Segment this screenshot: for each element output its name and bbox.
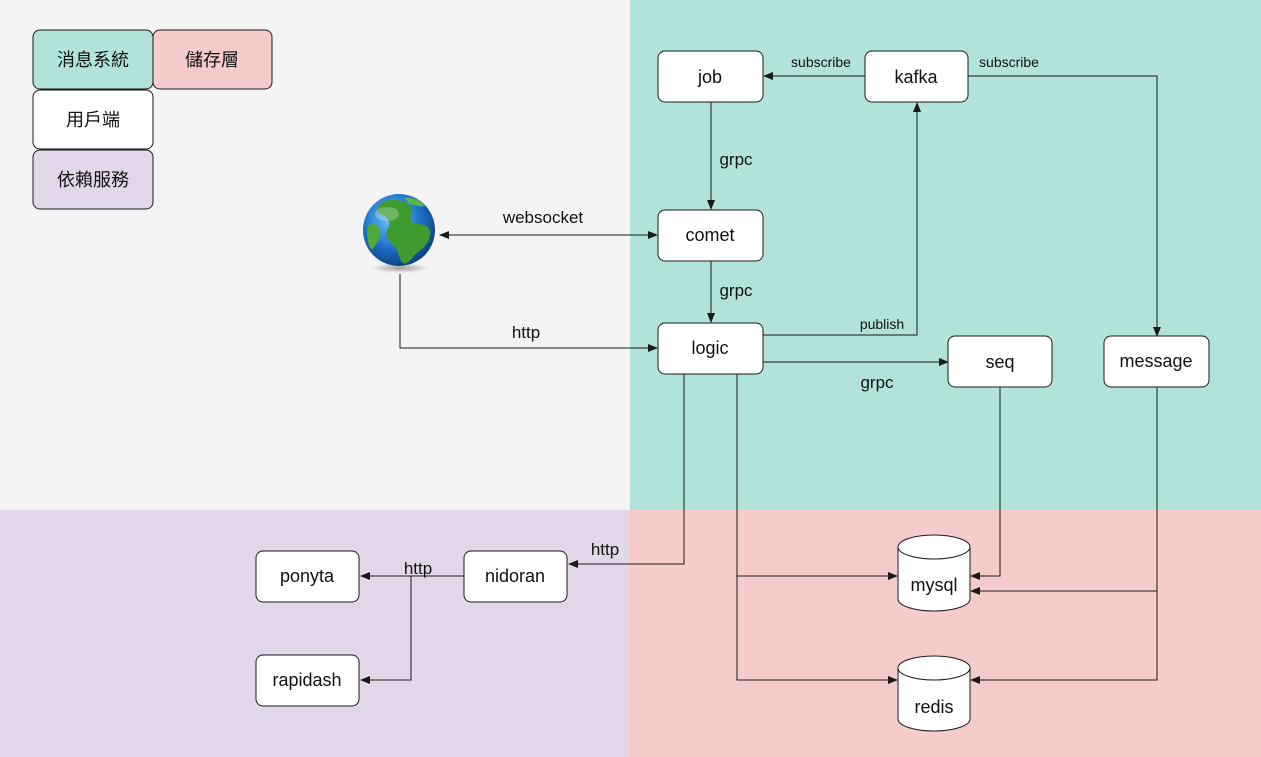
node-message-label: message bbox=[1119, 351, 1192, 371]
legend-client: 用戶端 bbox=[32, 89, 154, 150]
legend-message-system-label: 消息系統 bbox=[57, 50, 129, 70]
edge-logic-nidoran bbox=[568, 374, 685, 568]
node-seq-label: seq bbox=[985, 352, 1014, 372]
edge-nidoran-rapidash bbox=[360, 576, 412, 684]
edges bbox=[360, 72, 1161, 684]
dependency-service-zone bbox=[0, 510, 630, 757]
edge-label-comet-logic: grpc bbox=[719, 281, 753, 300]
node-nidoran-label: nidoran bbox=[485, 566, 545, 586]
legend-storage-layer: 儲存層 bbox=[152, 29, 273, 90]
node-message[interactable]: message bbox=[1103, 335, 1210, 388]
node-ponyta-label: ponyta bbox=[280, 566, 335, 586]
node-logic-label: logic bbox=[691, 338, 728, 358]
edge-label-globe-logic: http bbox=[512, 323, 540, 342]
edge-label-kafka-message: subscribe bbox=[979, 54, 1039, 70]
edge-label-logic-kafka: publish bbox=[860, 316, 904, 332]
edge-logic-redis bbox=[736, 576, 898, 684]
node-mysql[interactable]: mysql bbox=[897, 534, 971, 612]
node-job-label: job bbox=[697, 67, 722, 87]
node-kafka[interactable]: kafka bbox=[864, 50, 969, 103]
legend-client-label: 用戶端 bbox=[66, 110, 120, 130]
legend-dependency-service-label: 依賴服務 bbox=[57, 170, 129, 190]
edge-logic-kafka bbox=[763, 102, 921, 336]
edge-seq-mysql bbox=[970, 387, 1001, 580]
node-rapidash-label: rapidash bbox=[272, 670, 341, 690]
edge-message-redis bbox=[970, 591, 1158, 684]
legend: 消息系統 儲存層 用戶端 依賴服務 bbox=[32, 29, 273, 210]
node-job[interactable]: job bbox=[657, 50, 764, 103]
edge-label-job-comet: grpc bbox=[719, 150, 753, 169]
edge-label-logic-seq: grpc bbox=[860, 373, 894, 392]
edge-label-kafka-job: subscribe bbox=[791, 54, 851, 70]
nodes: job kafka comet logic seq message nidora… bbox=[255, 50, 1210, 732]
node-redis-label: redis bbox=[914, 697, 953, 717]
globe-icon bbox=[363, 194, 435, 273]
node-comet-label: comet bbox=[685, 225, 734, 245]
edge-label-nidoran-ponyta: http bbox=[404, 559, 432, 578]
node-kafka-label: kafka bbox=[894, 67, 938, 87]
edge-label-logic-nidoran: http bbox=[591, 540, 619, 559]
node-seq[interactable]: seq bbox=[947, 335, 1053, 388]
edge-globe-logic bbox=[399, 274, 658, 352]
node-mysql-label: mysql bbox=[910, 575, 957, 595]
node-redis[interactable]: redis bbox=[897, 655, 971, 732]
legend-dependency-service: 依賴服務 bbox=[32, 149, 154, 210]
node-nidoran[interactable]: nidoran bbox=[463, 550, 568, 603]
edge-label-globe-comet: websocket bbox=[502, 208, 584, 227]
legend-message-system: 消息系統 bbox=[32, 29, 154, 90]
node-comet[interactable]: comet bbox=[657, 209, 764, 262]
edge-labels: subscribe subscribe grpc websocket grpc … bbox=[404, 54, 1039, 578]
node-logic[interactable]: logic bbox=[657, 322, 764, 375]
node-ponyta[interactable]: ponyta bbox=[255, 550, 360, 603]
node-rapidash[interactable]: rapidash bbox=[255, 654, 360, 707]
edge-kafka-message bbox=[968, 75, 1161, 337]
legend-storage-layer-label: 儲存層 bbox=[185, 50, 239, 70]
